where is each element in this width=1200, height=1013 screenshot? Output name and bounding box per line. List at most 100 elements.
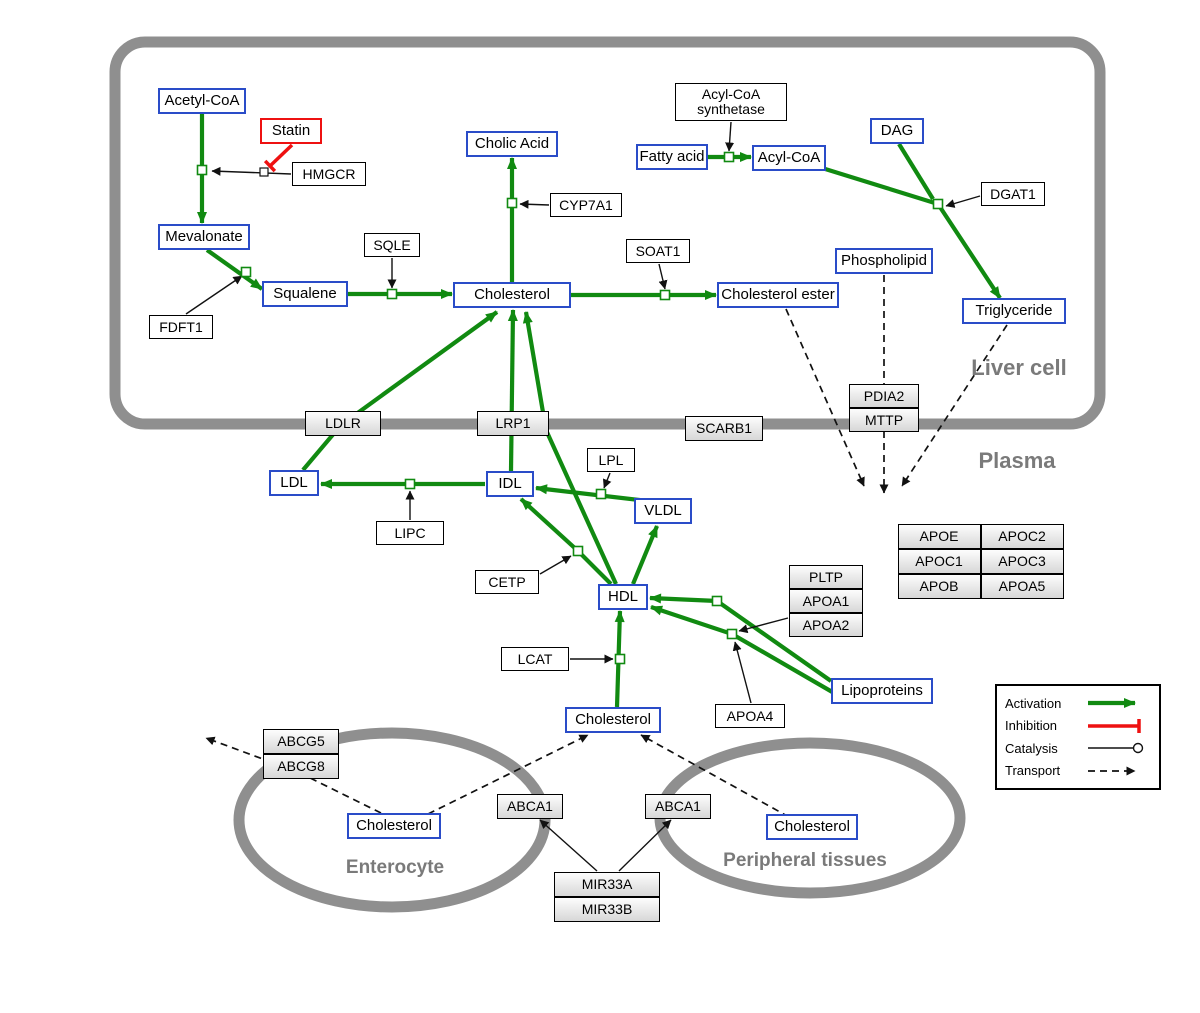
node-cetp[interactable]: CETP	[475, 570, 539, 594]
edge-lpl-catalysis	[602, 472, 612, 489]
node-hmgcr[interactable]: HMGCR	[292, 162, 366, 186]
node-label-lrp1: LRP1	[495, 414, 531, 431]
edge-peripheral-abca1-transport	[640, 734, 790, 818]
node-label-lipc: LIPC	[394, 524, 426, 541]
node-fdft1[interactable]: FDFT1	[149, 315, 213, 339]
node-label-cholesterol-peripheral: Cholesterol	[774, 818, 850, 836]
node-idl[interactable]: IDL	[486, 471, 534, 497]
node-phospholipid[interactable]: Phospholipid	[835, 248, 933, 274]
reaction-node-vldl-to-idl	[595, 488, 607, 500]
node-label-apob: APOB	[919, 577, 959, 594]
edge-hmgcr-catalysis	[211, 166, 292, 176]
node-triglyceride[interactable]: Triglyceride	[962, 298, 1066, 324]
edge-fdft1-catalysis	[185, 275, 243, 315]
node-apob[interactable]: APOB	[897, 573, 981, 599]
node-apoc2[interactable]: APOC2	[980, 523, 1064, 549]
node-label-idl: IDL	[498, 475, 522, 493]
node-abca1-left[interactable]: ABCA1	[497, 793, 563, 819]
node-label-scarb1: SCARB1	[695, 419, 753, 436]
node-acyl-coa[interactable]: Acyl-CoA	[752, 145, 826, 171]
node-label-fdft1: FDFT1	[159, 318, 203, 335]
node-acyl-coa-synthetase[interactable]: Acyl-CoA synthetase	[675, 83, 787, 121]
node-lipoproteins[interactable]: Lipoproteins	[831, 678, 933, 704]
node-mir33a[interactable]: MIR33A	[554, 871, 660, 897]
node-apoc3[interactable]: APOC3	[980, 548, 1064, 574]
node-scarb1[interactable]: SCARB1	[685, 415, 763, 441]
node-apoa1[interactable]: APOA1	[789, 589, 863, 613]
node-pltp[interactable]: PLTP	[789, 565, 863, 589]
node-cholesterol-ester[interactable]: Cholesterol ester	[717, 282, 839, 308]
node-cholesterol-peripheral[interactable]: Cholesterol	[766, 814, 858, 840]
reaction-node-idl-to-ldl	[404, 478, 416, 490]
edge-enterocyte-abcg-transport	[205, 736, 382, 814]
edge-ldl-to-cholesterol	[301, 310, 499, 472]
node-label-triglyceride: Triglyceride	[975, 302, 1053, 320]
node-abca1-right[interactable]: ABCA1	[645, 793, 711, 819]
node-mevalonate[interactable]: Mevalonate	[158, 224, 250, 250]
node-label-vldl: VLDL	[644, 502, 682, 520]
node-lcat[interactable]: LCAT	[501, 647, 569, 671]
node-dgat1[interactable]: DGAT1	[981, 182, 1045, 206]
reaction-node-hdl-to-idl	[572, 545, 584, 557]
node-abcg8[interactable]: ABCG8	[263, 753, 339, 779]
node-label-apoc2: APOC2	[998, 527, 1046, 544]
edge-dag-to-triglyceride-reaction	[897, 142, 935, 201]
legend-label-catalysis: Catalysis	[1005, 740, 1058, 756]
reaction-node-lipoproteins-to-hdl-2	[726, 628, 738, 640]
legend-glyph-activation-icon	[1088, 698, 1136, 709]
node-lrp1[interactable]: LRP1	[477, 410, 549, 436]
edge-cetp-catalysis	[539, 555, 572, 575]
node-label-acetyl-coa: Acetyl-CoA	[164, 92, 240, 110]
edge-acylcoa-to-triglyceride	[821, 165, 1002, 300]
node-sqle[interactable]: SQLE	[364, 233, 420, 257]
node-apoa4[interactable]: APOA4	[715, 704, 785, 728]
node-soat1[interactable]: SOAT1	[626, 239, 690, 263]
node-cholesterol-enterocyte[interactable]: Cholesterol	[347, 813, 441, 839]
reaction-node-squalene-to-cholesterol	[386, 288, 398, 300]
edge-triglyceride-transport	[901, 324, 1008, 487]
node-hdl[interactable]: HDL	[598, 584, 648, 610]
node-label-dag: DAG	[880, 122, 914, 140]
node-cholic-acid[interactable]: Cholic Acid	[466, 131, 558, 157]
node-cyp7a1[interactable]: CYP7A1	[550, 193, 622, 217]
node-label-acyl-coa: Acyl-CoA	[757, 149, 821, 167]
node-label-abca1-right: ABCA1	[655, 797, 701, 814]
node-ldl[interactable]: LDL	[269, 470, 319, 496]
node-lipc[interactable]: LIPC	[376, 521, 444, 545]
node-mttp[interactable]: MTTP	[849, 408, 919, 432]
reaction-node-cholesterol-to-cholesterolester	[659, 289, 671, 301]
legend-label-inhibition: Inhibition	[1005, 718, 1058, 734]
node-apoa2[interactable]: APOA2	[789, 613, 863, 637]
node-mir33b[interactable]: MIR33B	[554, 896, 660, 922]
edge-statin-inhibits-hmgcr	[263, 143, 294, 173]
node-squalene[interactable]: Squalene	[262, 281, 348, 307]
reaction-node-lipoproteins-to-hdl-1	[711, 595, 723, 607]
node-dag[interactable]: DAG	[870, 118, 924, 144]
node-label-phospholipid: Phospholipid	[841, 252, 927, 270]
node-abcg5[interactable]: ABCG5	[263, 728, 339, 754]
node-apoe[interactable]: APOE	[897, 523, 981, 549]
edge-cholesterolester-transport	[785, 308, 865, 487]
node-label-apoa5: APOA5	[998, 577, 1046, 594]
node-label-statin: Statin	[271, 122, 311, 140]
node-label-acyl-coa-synthetase: Acyl-CoA synthetase	[697, 86, 765, 117]
node-statin[interactable]: Statin	[260, 118, 322, 144]
node-lpl[interactable]: LPL	[587, 448, 635, 472]
node-label-apoc3: APOC3	[998, 552, 1046, 569]
node-apoa5[interactable]: APOA5	[980, 573, 1064, 599]
node-ldlr[interactable]: LDLR	[305, 410, 381, 436]
node-fatty-acid[interactable]: Fatty acid	[636, 144, 708, 170]
node-apoc1[interactable]: APOC1	[897, 548, 981, 574]
node-cholesterol-liver[interactable]: Cholesterol	[453, 282, 571, 308]
reaction-node-acetylcoa-to-mevalonate	[196, 164, 208, 176]
node-cholesterol-plasma[interactable]: Cholesterol	[565, 707, 661, 733]
legend-item-transport: Transport	[1005, 763, 1151, 779]
edge-apoa4-catalysis	[732, 641, 752, 704]
node-vldl[interactable]: VLDL	[634, 498, 692, 524]
node-acetyl-coa[interactable]: Acetyl-CoA	[158, 88, 246, 114]
node-pdia2[interactable]: PDIA2	[849, 384, 919, 408]
node-label-cholesterol-plasma: Cholesterol	[575, 711, 651, 729]
legend-item-inhibition: Inhibition	[1005, 718, 1151, 734]
node-label-apoa1: APOA1	[802, 592, 850, 609]
